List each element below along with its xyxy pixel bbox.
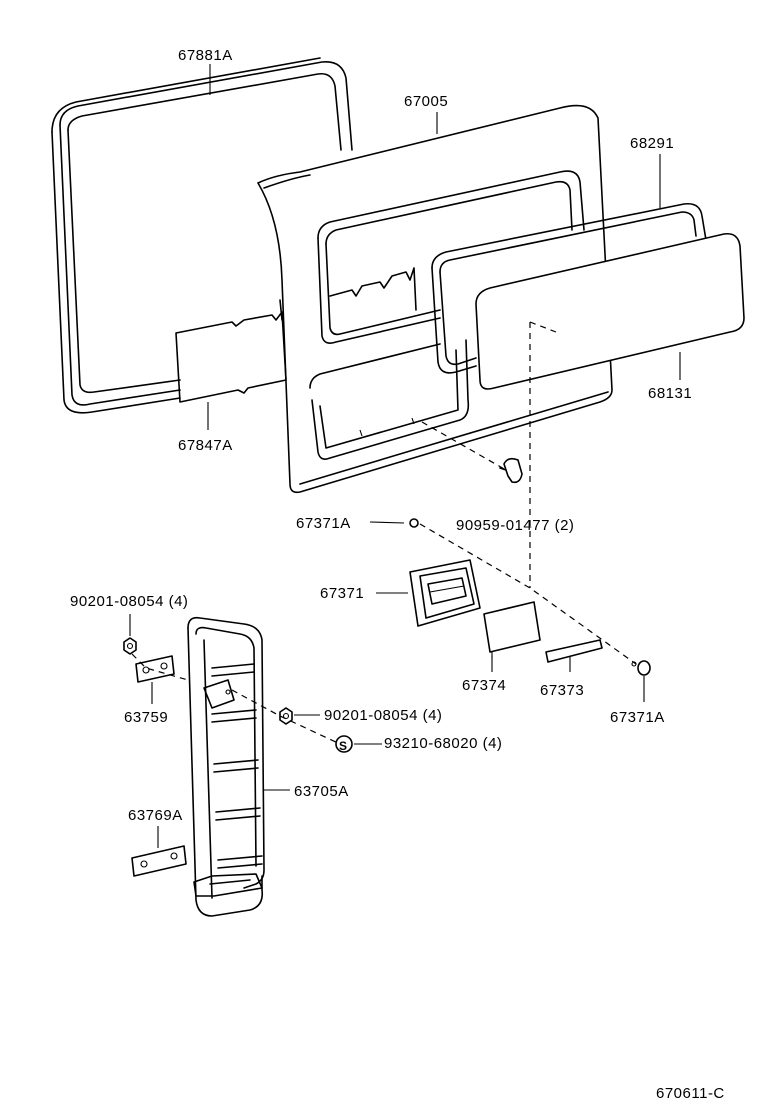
- label-67847A: 67847A: [178, 437, 233, 454]
- plate-67374: [483, 601, 541, 658]
- plate-63769A: [131, 845, 187, 877]
- label-63705A: 63705A: [294, 783, 349, 800]
- screw-symbol: S: [339, 739, 348, 753]
- weatherstrip-68291: [431, 202, 707, 374]
- label-67881A: 67881A: [178, 47, 233, 64]
- guide-line-diag: [421, 421, 507, 471]
- label-67373: 67373: [540, 682, 584, 699]
- label-68131: 68131: [648, 385, 692, 402]
- weatherstrip-67881A: [51, 57, 353, 414]
- glass-68131: [475, 232, 745, 390]
- fastener-67371A-bottom: [631, 660, 651, 676]
- handle-67371: [409, 559, 481, 627]
- label-63769A: 63769A: [128, 807, 183, 824]
- label-67005: 67005: [404, 93, 448, 110]
- diagram-code: 670611-C: [656, 1085, 725, 1102]
- label-68291: 68291: [630, 135, 674, 152]
- label-90959: 90959-01477 (2): [456, 517, 574, 534]
- label-90201-top: 90201-08054 (4): [70, 593, 188, 610]
- clip-90959-01477: [499, 457, 523, 484]
- label-67374: 67374: [462, 677, 506, 694]
- fastener-67371A-top: [409, 518, 419, 528]
- leader-67371A-top: [369, 521, 405, 524]
- label-93210: 93210-68020 (4): [384, 735, 502, 752]
- panel-67847A: [175, 311, 287, 403]
- label-63759: 63759: [124, 709, 168, 726]
- ladder-63705A: [187, 616, 265, 917]
- guide-line-handle: [419, 523, 637, 665]
- label-67371A-top: 67371A: [296, 515, 351, 532]
- guide-line-bracket: [131, 653, 189, 681]
- bracket-63759: [135, 655, 175, 683]
- back-door-67005: [257, 104, 613, 494]
- nut-90201-top: [123, 637, 137, 655]
- label-90201-mid: 90201-08054 (4): [324, 707, 442, 724]
- label-67371A-bottom: 67371A: [610, 709, 665, 726]
- nut-90201-mid: [279, 707, 293, 725]
- strip-67373: [545, 639, 603, 663]
- screw-93210-68020: S: [335, 735, 353, 753]
- label-67371: 67371: [320, 585, 364, 602]
